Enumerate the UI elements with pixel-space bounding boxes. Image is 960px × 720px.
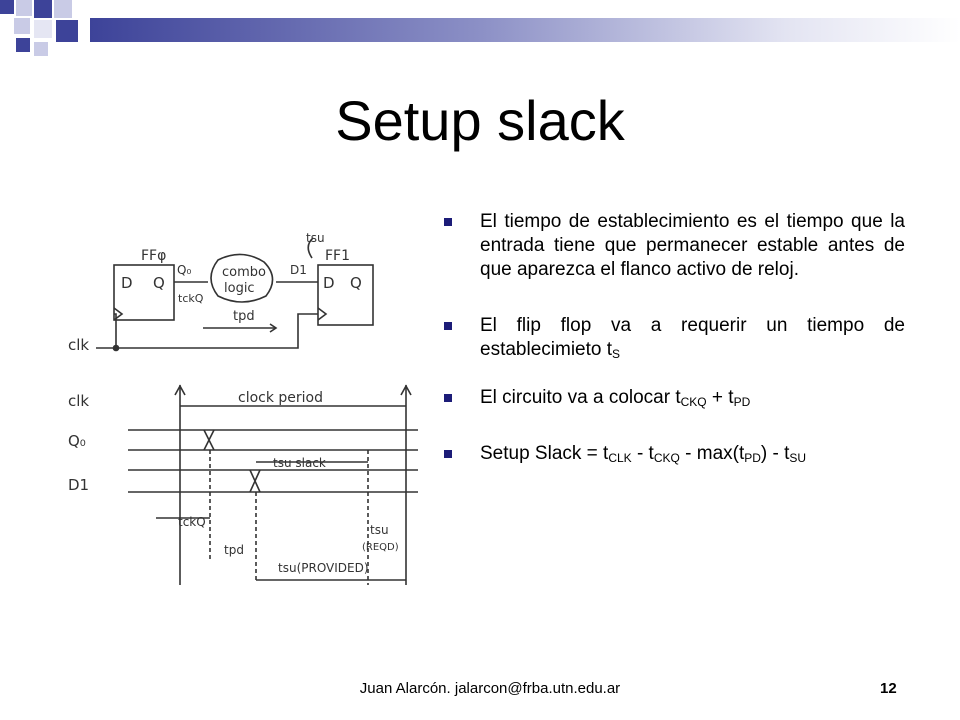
q0-transition	[203, 429, 215, 451]
tsu-provided-label: tsu(PROVIDED)	[278, 561, 369, 575]
slide-title: Setup slack	[335, 89, 625, 152]
deco-square	[0, 0, 14, 14]
ff0-q: Q	[153, 274, 165, 292]
timing-q0: Q₀	[68, 432, 86, 450]
combo-text-1: combo	[222, 265, 266, 280]
bullet-square-icon	[444, 450, 452, 458]
ff0-d: D	[121, 274, 133, 292]
ff1-d: D	[323, 274, 335, 292]
tpd-arrow-head	[269, 323, 278, 333]
tsu-pointer	[307, 237, 314, 259]
d1-label: D1	[290, 263, 307, 277]
tckq-timing-label: tckQ	[178, 515, 206, 529]
clk-label: clk	[68, 336, 89, 354]
timing-d1: D1	[68, 476, 89, 494]
tpd-timing-label: tpd	[224, 543, 244, 557]
bullet-item: El flip flop va a requerir un tiempo de …	[440, 314, 905, 366]
combo-text-2: logic	[224, 281, 255, 296]
bullet-square-icon	[444, 322, 452, 330]
bullet-square-icon	[444, 218, 452, 226]
deco-square	[34, 20, 52, 38]
tsu-reqd: (REQD)	[362, 542, 399, 553]
ff0-label: FFφ	[141, 248, 166, 264]
bullet-square-icon	[444, 394, 452, 402]
deco-square	[34, 42, 48, 56]
clk-junction	[112, 344, 120, 352]
deco-square	[14, 18, 30, 34]
deco-square	[56, 20, 78, 42]
deco-square	[34, 0, 52, 18]
ff1-label: FF1	[325, 248, 350, 264]
tsu-req-label: tsu	[370, 523, 389, 537]
page-number: 12	[880, 680, 897, 697]
clock-period-label: clock period	[238, 390, 323, 406]
tsu-slack-label: tsu slack	[273, 456, 326, 470]
deco-square	[54, 0, 72, 18]
deco-square	[16, 0, 32, 16]
bullet-list: El tiempo de establecimiento es el tiemp…	[440, 210, 905, 470]
bullet-item: Setup Slack = tCLK - tCKQ - max(tPD) - t…	[440, 442, 905, 470]
clk-wire	[96, 313, 318, 349]
ff1-q: Q	[350, 274, 362, 292]
ff1-clock-triangle	[317, 307, 328, 321]
bullet-item: El circuito va a colocar tCKQ + tPD	[440, 386, 905, 414]
ff0-box	[113, 264, 175, 321]
clk-edge-arrows	[174, 384, 412, 396]
ff1-box	[317, 264, 374, 326]
tpd-label: tpd	[233, 309, 255, 324]
q0-label: Q₀	[177, 263, 191, 277]
header-gradient-band	[90, 18, 960, 42]
footer-author: Juan Alarcón. jalarcon@frba.utn.edu.ar	[359, 680, 621, 697]
timing-diagram-sketch: FFφ D Q FF1 D Q tsu combo logic Q₀ D1 tc…	[68, 231, 418, 585]
bullet-item: El tiempo de establecimiento es el tiemp…	[440, 210, 905, 282]
tckq-label: tckQ	[178, 292, 204, 305]
combo-logic-blob	[210, 253, 274, 303]
clk-wire-ff0	[114, 313, 117, 348]
timing-clk: clk	[68, 392, 89, 410]
deco-square	[16, 38, 30, 52]
d1-transition	[249, 469, 261, 493]
